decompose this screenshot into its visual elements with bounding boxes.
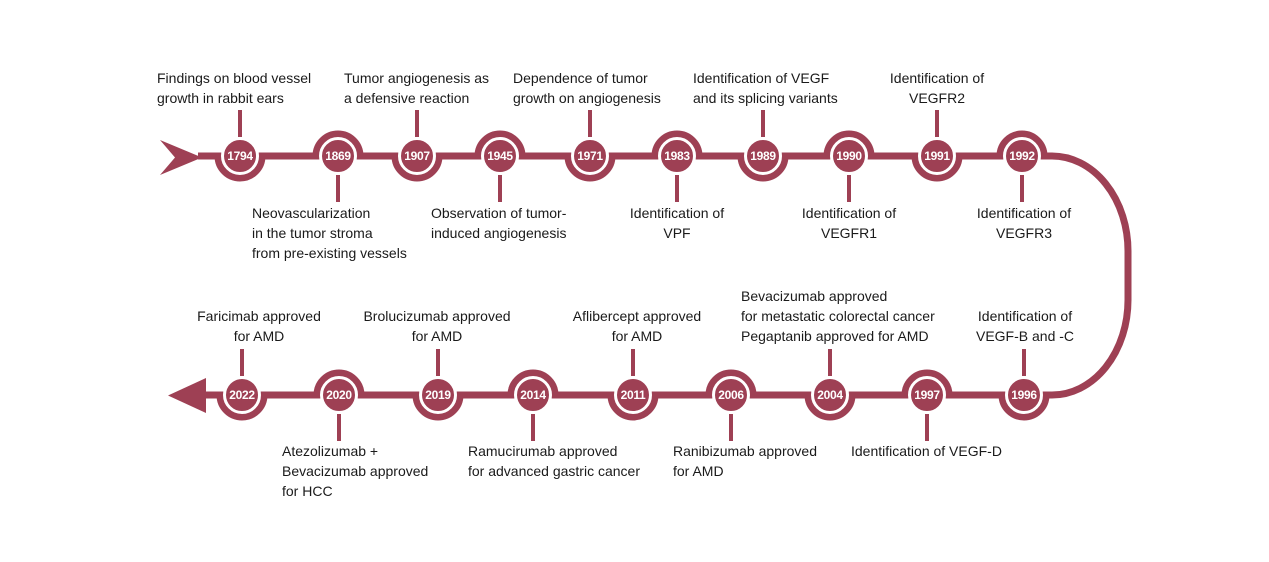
event-label-1989: Identification of VEGF and its splicing …: [693, 70, 838, 106]
year-label: 1794: [227, 149, 253, 163]
year-label: 1971: [577, 149, 603, 163]
year-node-1997: 1997: [908, 376, 946, 414]
node-connector: [531, 414, 535, 441]
node-connector: [631, 349, 635, 376]
year-node-2020: 2020: [320, 376, 358, 414]
year-label: 2020: [326, 388, 352, 402]
event-label-1991: Identification of VEGFR2: [889, 70, 985, 106]
node-connector: [935, 110, 939, 137]
node-connector: [1020, 175, 1024, 202]
event-label-1996: Identification of VEGF-B and -C: [975, 308, 1075, 344]
year-label: 2011: [620, 388, 646, 402]
left-arrow-icon: [168, 378, 206, 413]
year-label: 1907: [404, 149, 430, 163]
year-node-2019: 2019: [419, 376, 457, 414]
year-label: 1945: [487, 149, 513, 163]
event-label-2019: Brolucizumab approved for AMD: [363, 308, 511, 344]
year-node-1794: 1794: [221, 137, 259, 175]
event-label-2014: Ramucirumab approved for advanced gastri…: [468, 443, 640, 479]
event-label-1990: Identification of VEGFR1: [801, 205, 897, 241]
event-label-2011: Aflibercept approved for AMD: [572, 308, 702, 344]
event-label-1983: Identification of VPF: [629, 205, 725, 241]
event-label-1907: Tumor angiogenesis as a defensive reacti…: [344, 70, 490, 106]
year-node-1990: 1990: [830, 137, 868, 175]
node-connector: [1022, 349, 1026, 376]
node-connector: [761, 110, 765, 137]
year-node-1989: 1989: [744, 137, 782, 175]
node-connector: [729, 414, 733, 441]
event-label-1945: Observation of tumor- induced angiogenes…: [431, 205, 567, 241]
year-node-1971: 1971: [571, 137, 609, 175]
forward-dart-icon: [160, 140, 202, 175]
year-label: 1992: [1009, 149, 1035, 163]
year-label: 2019: [425, 388, 451, 402]
event-label-1992: Identification of VEGFR3: [976, 205, 1072, 241]
year-label: 1997: [914, 388, 940, 402]
node-connector: [240, 349, 244, 376]
node-connector: [238, 110, 242, 137]
year-label: 2022: [229, 388, 255, 402]
event-label-2020: Atezolizumab + Bevacizumab approved for …: [282, 443, 429, 499]
node-connector: [498, 175, 502, 202]
year-node-2011: 2011: [614, 376, 652, 414]
node-connector: [415, 110, 419, 137]
event-label-1971: Dependence of tumor growth on angiogenes…: [513, 70, 661, 106]
year-label: 1869: [325, 149, 351, 163]
year-node-1945: 1945: [481, 137, 519, 175]
year-label: 1996: [1011, 388, 1037, 402]
year-label: 2004: [817, 388, 843, 402]
event-label-2004: Bevacizumab approved for metastatic colo…: [741, 288, 935, 344]
timeline-line: [198, 130, 1132, 421]
node-connector: [675, 175, 679, 202]
year-node-2006: 2006: [712, 376, 750, 414]
node-connector: [925, 414, 929, 441]
year-node-1996: 1996: [1005, 376, 1043, 414]
event-label-2022: Faricimab approved for AMD: [197, 308, 321, 344]
year-node-1907: 1907: [398, 137, 436, 175]
year-label: 1983: [664, 149, 690, 163]
event-label-2006: Ranibizumab approved for AMD: [673, 443, 817, 479]
year-node-2014: 2014: [514, 376, 552, 414]
year-node-2022: 2022: [223, 376, 261, 414]
year-label: 1991: [924, 149, 950, 163]
node-connector: [337, 414, 341, 441]
year-label: 2006: [718, 388, 744, 402]
event-label-1794: Findings on blood vessel growth in rabbi…: [157, 70, 312, 106]
event-label-1869: Neovascularization in the tumor stroma f…: [252, 205, 407, 261]
event-label-1997: Identification of VEGF-D: [851, 443, 1002, 459]
node-connector: [828, 349, 832, 376]
year-node-1983: 1983: [658, 137, 696, 175]
year-node-1992: 1992: [1003, 137, 1041, 175]
node-connector: [847, 175, 851, 202]
node-connector: [436, 349, 440, 376]
year-node-1869: 1869: [319, 137, 357, 175]
year-node-2004: 2004: [811, 376, 849, 414]
year-label: 1989: [750, 149, 776, 163]
node-connector: [588, 110, 592, 137]
year-node-1991: 1991: [918, 137, 956, 175]
year-label: 2014: [520, 388, 546, 402]
node-connector: [336, 175, 340, 202]
year-label: 1990: [836, 149, 862, 163]
